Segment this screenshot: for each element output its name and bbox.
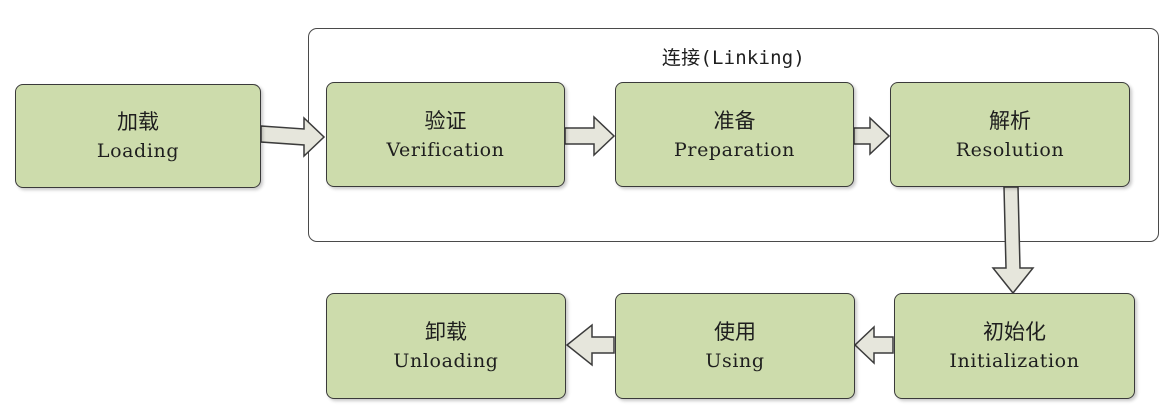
arrow-initialization-to-using: [853, 325, 894, 365]
stage-resolution-en: Resolution: [955, 138, 1065, 161]
stage-resolution: 解析 Resolution: [890, 82, 1130, 187]
linking-group-title: 连接(Linking): [661, 47, 806, 69]
arrow-using-to-unloading: [565, 323, 615, 367]
stage-unloading: 卸载 Unloading: [326, 293, 566, 399]
stage-verification: 验证 Verification: [326, 82, 565, 187]
stage-verification-en: Verification: [386, 138, 505, 161]
stage-preparation-en: Preparation: [674, 138, 795, 161]
stage-using: 使用 Using: [615, 293, 855, 399]
stage-using-zh: 使用: [714, 320, 756, 344]
stage-initialization: 初始化 Initialization: [894, 293, 1135, 399]
stage-using-en: Using: [705, 350, 765, 372]
stage-loading-zh: 加载: [117, 110, 159, 134]
stage-verification-zh: 验证: [424, 108, 467, 133]
stage-unloading-en: Unloading: [393, 350, 499, 372]
stage-preparation-zh: 准备: [713, 108, 756, 133]
stage-initialization-en: Initialization: [949, 350, 1080, 372]
stage-unloading-zh: 卸载: [425, 320, 467, 344]
stage-loading-en: Loading: [96, 140, 180, 162]
stage-resolution-zh: 解析: [989, 108, 1031, 133]
stage-preparation: 准备 Preparation: [615, 82, 854, 187]
stage-initialization-zh: 初始化: [983, 320, 1046, 344]
stage-loading: 加载 Loading: [15, 84, 261, 188]
